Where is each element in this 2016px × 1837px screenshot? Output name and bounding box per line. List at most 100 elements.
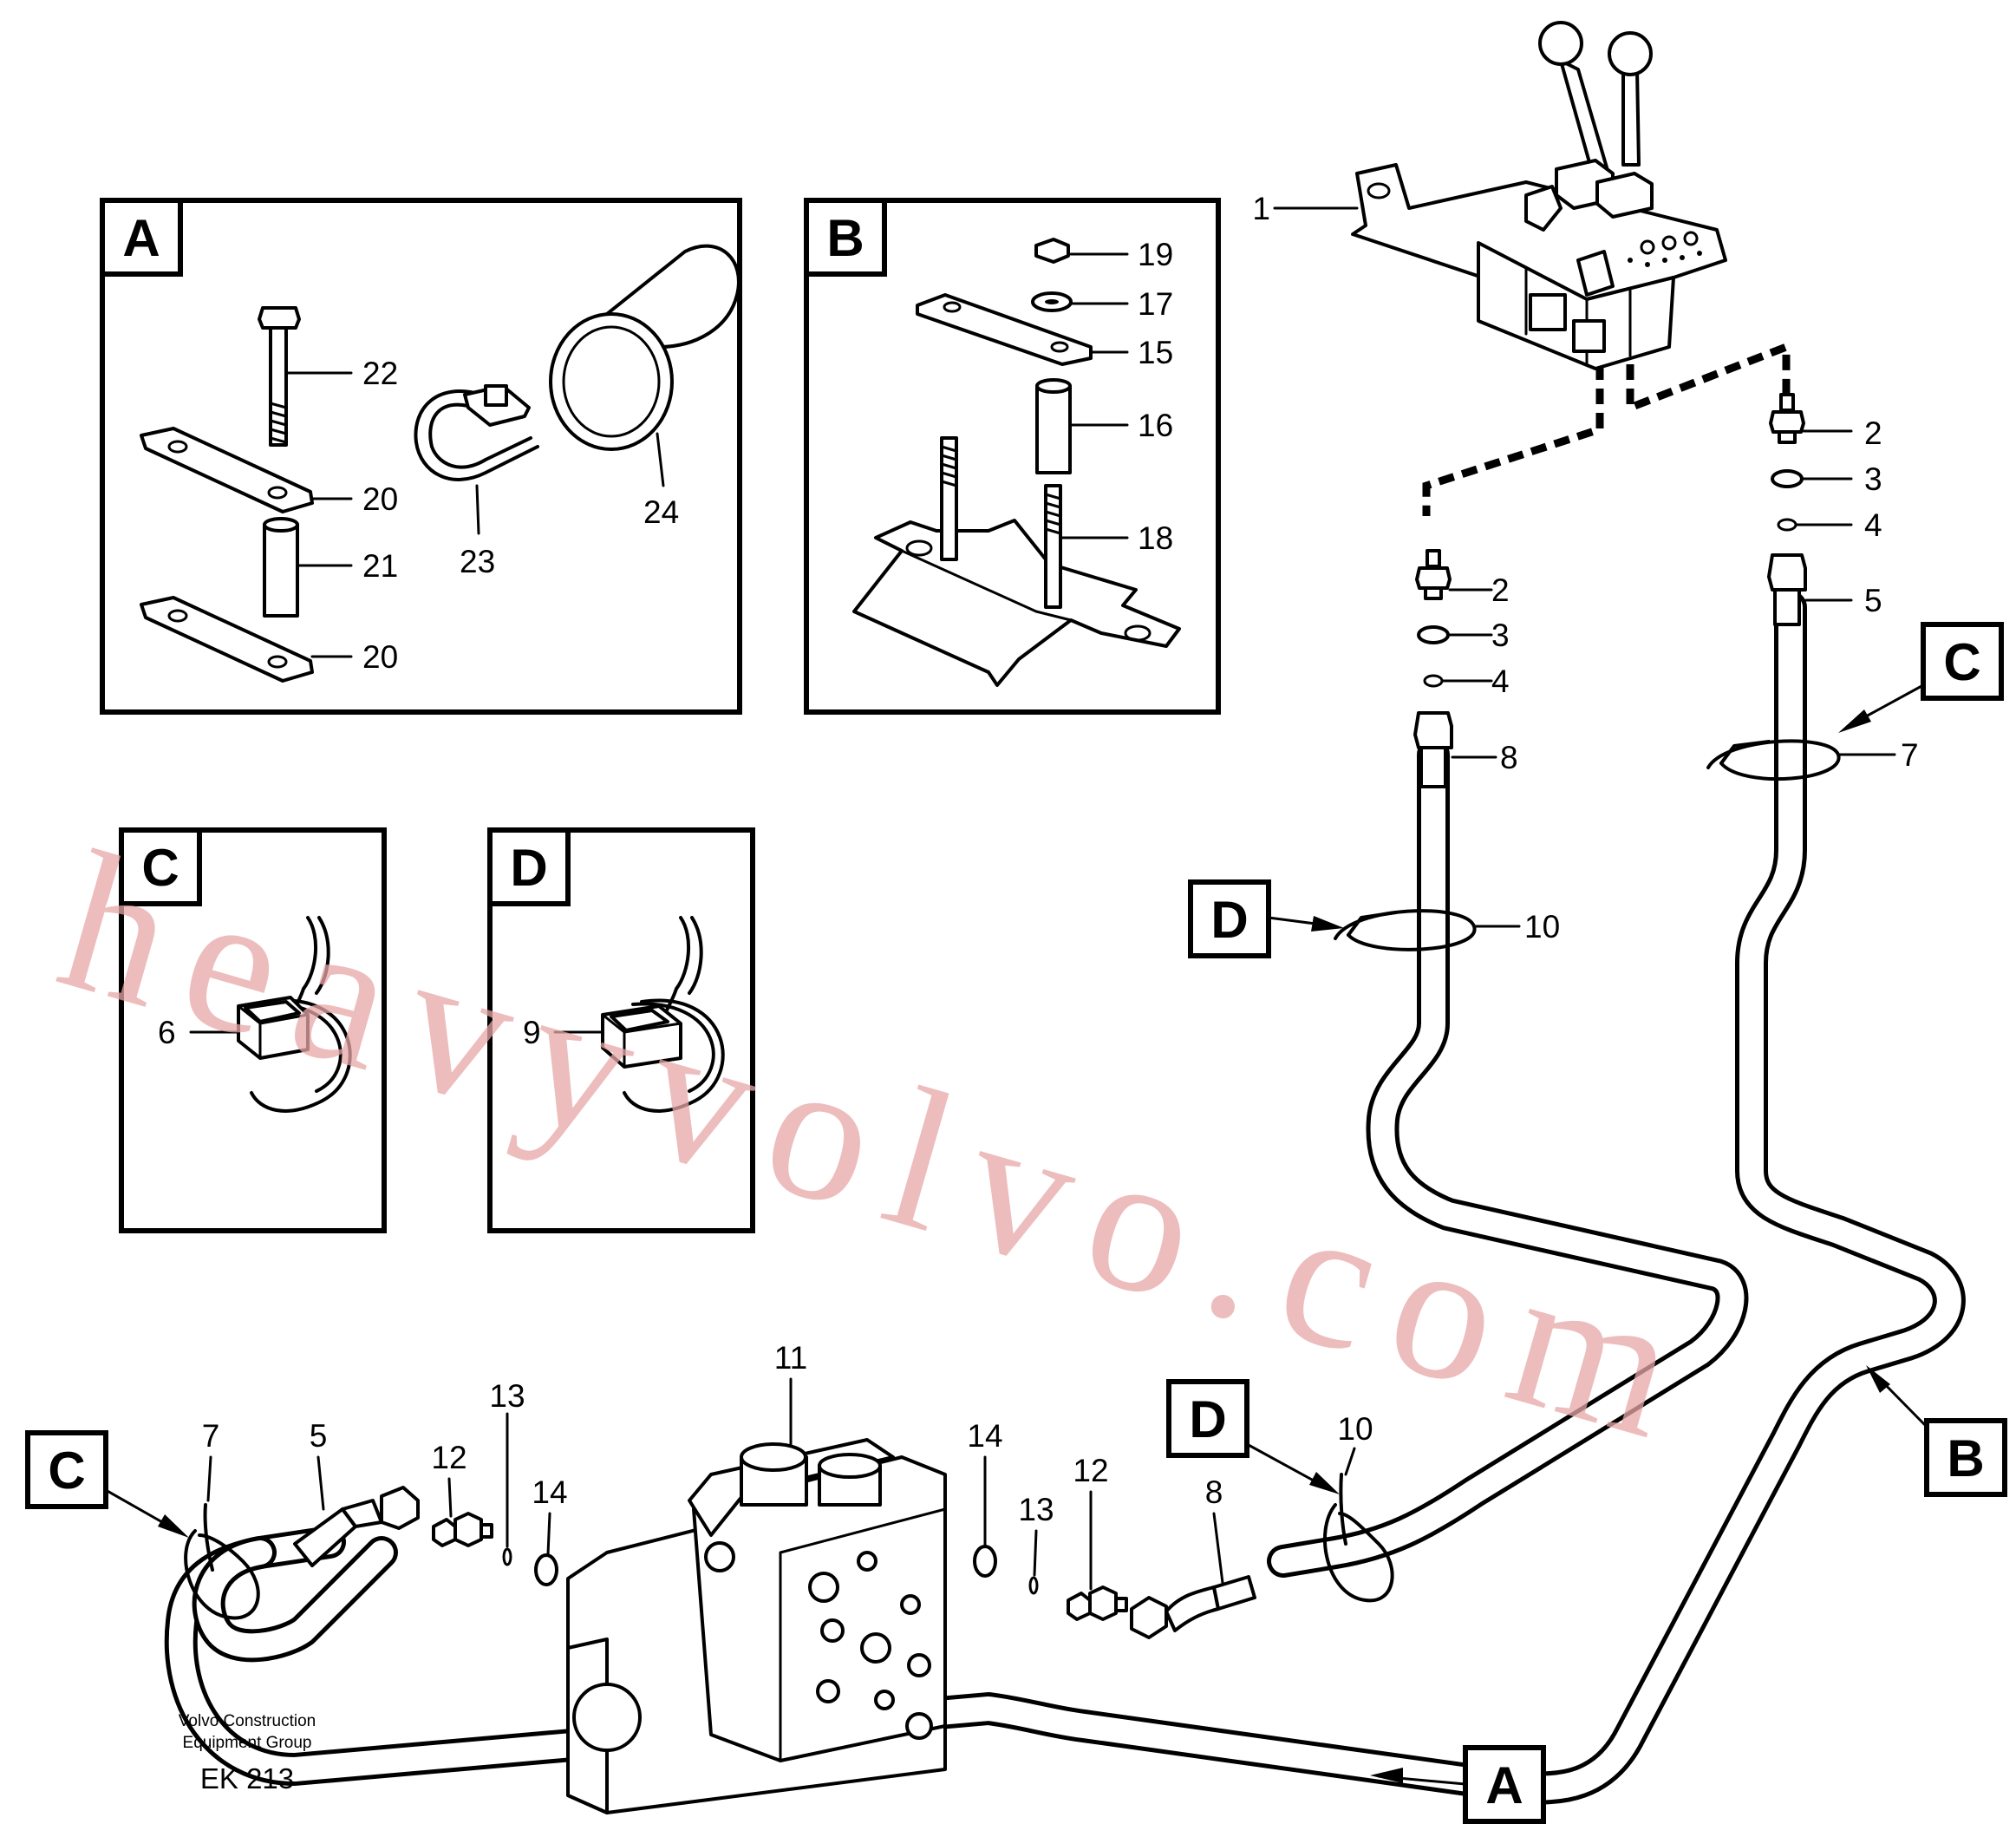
callout-2-right: 2	[1864, 415, 1882, 451]
adapter-fitting-icon	[432, 1512, 493, 1547]
svg-text:D: D	[1189, 1390, 1226, 1448]
valve-ports	[704, 1541, 933, 1740]
washer-icon	[1417, 625, 1450, 644]
bottom-right-fittings: 14 13 12 8 10	[967, 1411, 1394, 1639]
svg-text:C: C	[1943, 633, 1980, 691]
o-ring-icon	[502, 1547, 512, 1566]
callout-19: 19	[1138, 237, 1173, 272]
inset-a-frame	[100, 198, 742, 715]
cable-tie-icon	[1322, 1473, 1394, 1603]
callout-23: 23	[460, 544, 495, 579]
adapter-fitting-icon	[1067, 1585, 1128, 1621]
callout-21: 21	[362, 548, 398, 584]
indicator-dots	[1628, 231, 1702, 267]
washer-icon	[973, 1545, 997, 1578]
inset-b: B 19 17 15 16	[804, 198, 1221, 715]
callout-8-bottom: 8	[1205, 1474, 1223, 1510]
hose-clamp-icon	[414, 384, 539, 481]
ref-c-bottom-left: C	[25, 1430, 189, 1538]
callout-4-left: 4	[1491, 664, 1510, 699]
control-valve	[566, 1438, 947, 1814]
cable-tie-icon	[1334, 909, 1477, 951]
svg-text:A: A	[1485, 1756, 1523, 1814]
ref-a-bottom: A	[1370, 1745, 1546, 1824]
callout-20-bottom: 20	[362, 639, 398, 675]
bolt-icon	[258, 306, 301, 447]
callout-7-right: 7	[1901, 737, 1919, 773]
callout-9: 9	[523, 1015, 541, 1050]
callout-6: 6	[158, 1015, 176, 1050]
inset-b-label-box	[804, 198, 887, 277]
pipe-section-icon	[549, 244, 741, 451]
inset-a-letter: A	[122, 209, 160, 267]
inset-d: D 9	[487, 827, 755, 1233]
footer-line-2: Equipment Group	[183, 1734, 312, 1752]
pipe-routing	[164, 591, 1966, 1805]
callout-13-left: 13	[489, 1378, 525, 1414]
washer-icon	[1031, 291, 1073, 312]
callout-15: 15	[1138, 335, 1173, 370]
lever-knob-icon	[1538, 21, 1583, 66]
callout-7-bottom: 7	[202, 1418, 220, 1454]
callout-11: 11	[774, 1340, 807, 1376]
inset-c-letter: C	[141, 839, 179, 897]
pilot-lines	[1422, 341, 1791, 516]
footer: Volvo Construction Equipment Group EK 21…	[179, 1712, 316, 1795]
washer-icon	[1771, 469, 1804, 488]
callout-12-right: 12	[1073, 1453, 1108, 1488]
adapter-fitting-icon	[1415, 549, 1452, 600]
callout-14-right: 14	[967, 1418, 1002, 1454]
callout-2-left: 2	[1491, 572, 1510, 608]
inset-b-letter: B	[826, 209, 864, 267]
hose-end-icon	[1130, 1575, 1256, 1639]
callout-20-top: 20	[362, 481, 398, 517]
cable-tie-holder-icon	[237, 916, 352, 1113]
hose-nut-icon	[1767, 553, 1807, 626]
spacer-sleeve-icon	[263, 517, 299, 618]
cable-tie-holder-icon	[601, 916, 725, 1113]
inset-d-letter: D	[510, 839, 547, 897]
lever-knob-icon	[1608, 31, 1653, 76]
ref-d-mid-left: D	[1188, 879, 1344, 958]
o-ring-icon	[1028, 1576, 1039, 1595]
inset-a-label-box	[100, 198, 183, 277]
callout-22: 22	[362, 356, 398, 391]
ref-b-bottom-right: B	[1866, 1365, 2007, 1497]
bottom-left-fittings: 7 5 12 13 14	[184, 1378, 568, 1620]
callout-4-right: 4	[1864, 507, 1882, 543]
clamp-plate-icon	[916, 293, 1093, 366]
inset-d-label-box	[487, 827, 571, 906]
footer-line-1: Volvo Construction	[179, 1712, 316, 1730]
callout-18: 18	[1138, 520, 1173, 556]
callout-24: 24	[643, 494, 679, 530]
callout-3-right: 3	[1864, 461, 1882, 497]
o-ring-icon	[1423, 674, 1444, 688]
callout-17: 17	[1138, 286, 1173, 322]
callout-12-left: 12	[431, 1440, 466, 1475]
callout-5-bottom: 5	[310, 1418, 328, 1454]
clamp-plate-icon	[140, 427, 314, 513]
o-ring-icon	[1777, 518, 1797, 532]
washer-icon	[534, 1553, 558, 1586]
svg-text:B: B	[1947, 1429, 1984, 1487]
svg-text:D: D	[1210, 891, 1248, 949]
clamp-plate-icon	[140, 596, 314, 683]
inset-a: A 22 20 21 20	[100, 198, 742, 715]
callout-10-bottom: 10	[1337, 1411, 1373, 1447]
inset-b-frame	[804, 198, 1221, 715]
watermark: heavyvolvo.com	[40, 809, 1723, 1487]
callout-16: 16	[1138, 408, 1173, 443]
inset-c-label-box	[119, 827, 202, 906]
adapter-fitting-icon	[1769, 393, 1805, 444]
spacer-sleeve-icon	[1035, 378, 1072, 474]
hose-nut-icon	[1413, 711, 1453, 788]
ref-c-top-right: C	[1838, 622, 2004, 733]
callout-8-left: 8	[1500, 740, 1518, 775]
callout-3-left: 3	[1491, 618, 1510, 653]
inset-c: C 6	[119, 827, 387, 1233]
mounting-bracket-icon	[852, 436, 1181, 687]
ref-d-bottom-mid: D	[1166, 1379, 1340, 1494]
callout-14-left: 14	[532, 1474, 567, 1510]
callout-10-left: 10	[1524, 909, 1560, 945]
